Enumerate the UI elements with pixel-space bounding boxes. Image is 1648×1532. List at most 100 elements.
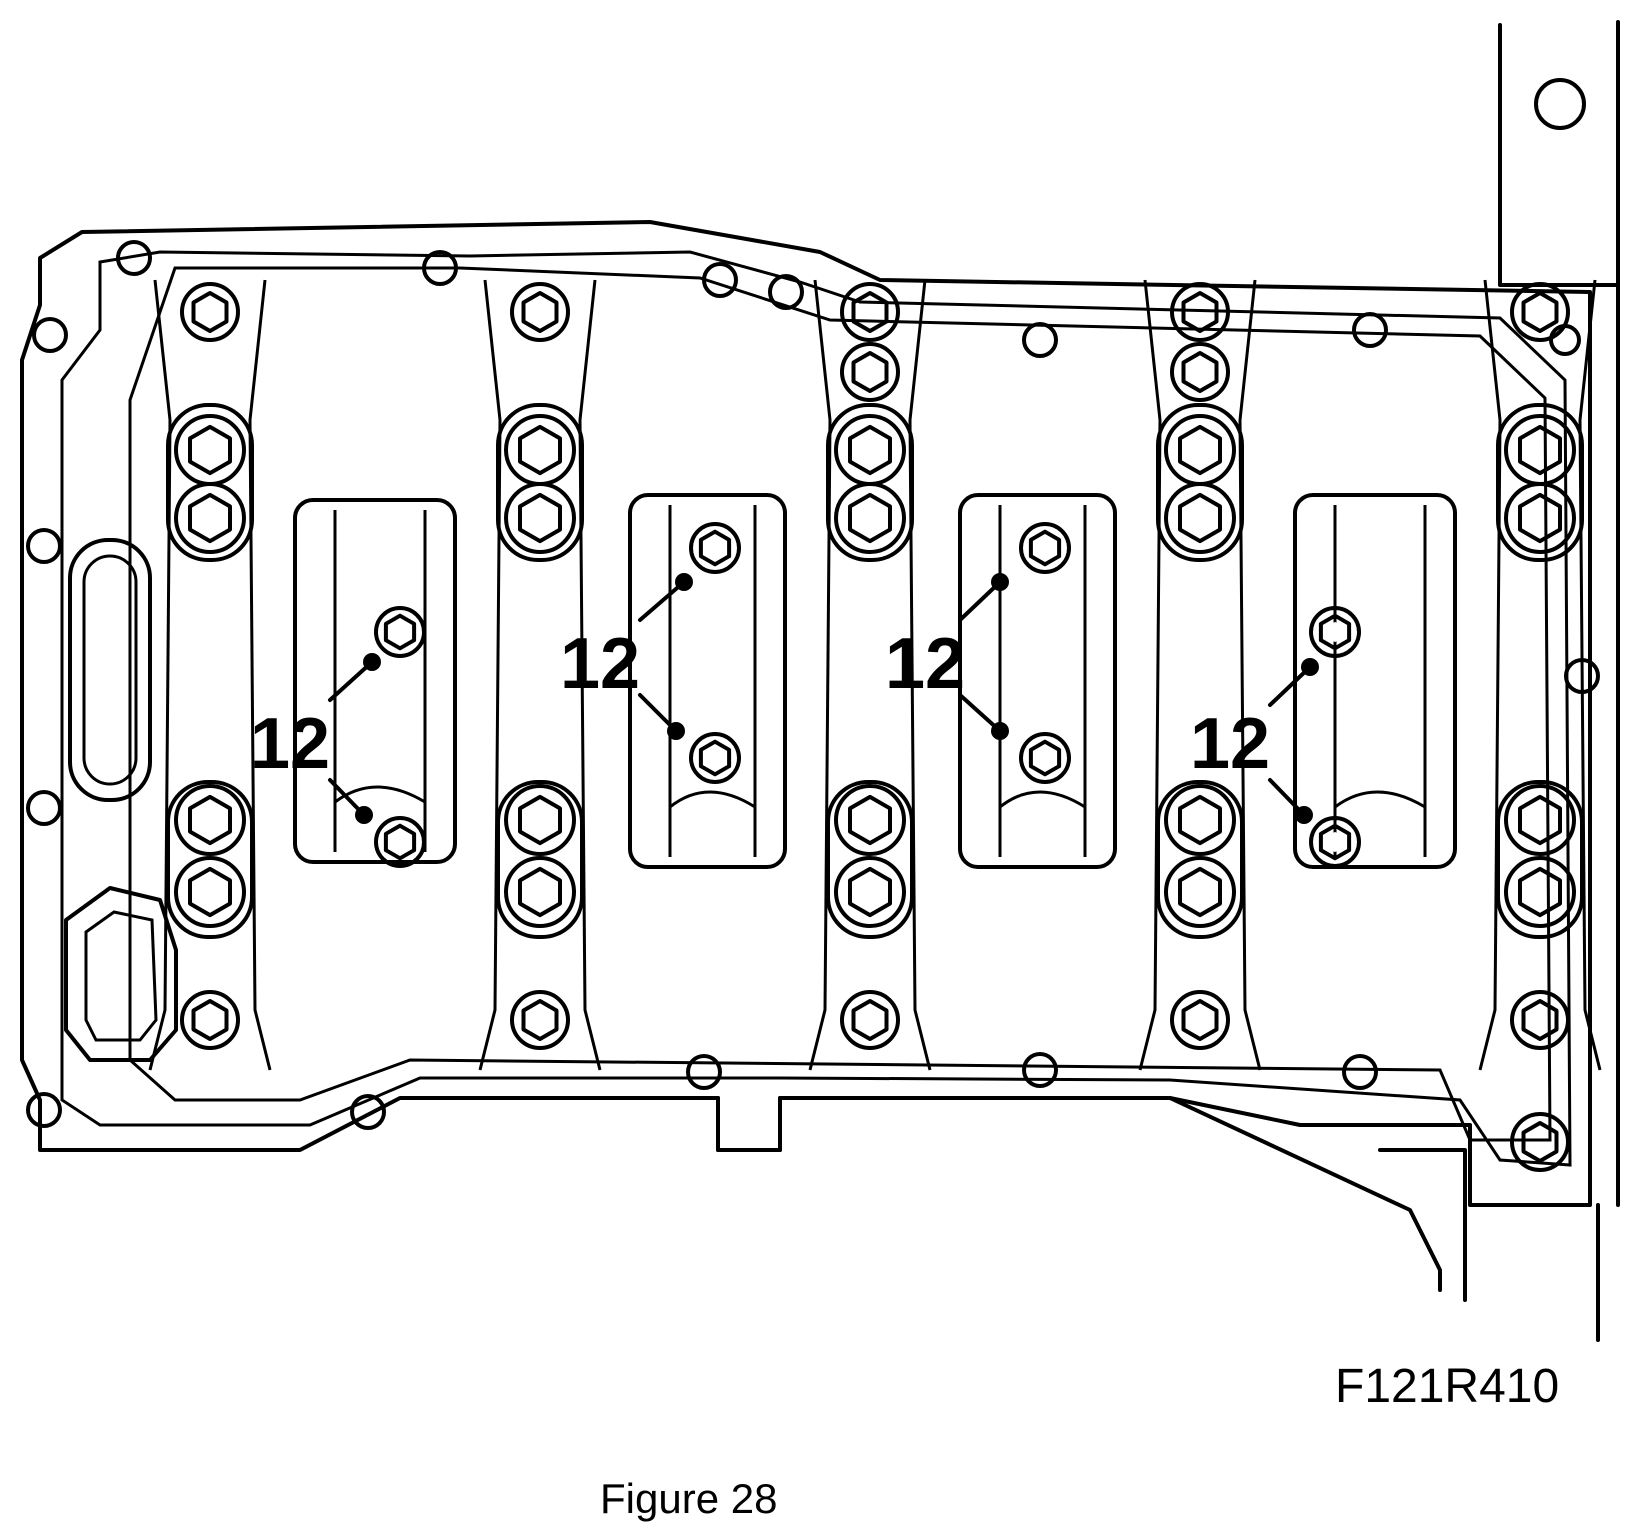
bolt-boss <box>826 780 914 939</box>
bolt-washer <box>1164 856 1236 928</box>
bolt-head <box>848 794 892 846</box>
bolt <box>1510 990 1570 1050</box>
perimeter-hole <box>1022 322 1058 358</box>
bolt-boss <box>826 403 914 562</box>
bolt-washer <box>834 482 906 554</box>
bolt-head <box>521 291 559 333</box>
bolt-head <box>383 823 417 861</box>
bolt <box>1164 414 1236 486</box>
bolt <box>834 414 906 486</box>
bolt-washer <box>1170 342 1230 402</box>
bolt-washer <box>1309 816 1361 868</box>
callouts: 12 12 12 12 <box>250 573 1319 824</box>
oil-pickup-boss-inner <box>84 910 158 1042</box>
bolt-head <box>518 866 562 918</box>
bolt-washer <box>1019 732 1071 784</box>
web-edge <box>1138 279 1262 1071</box>
bolt-head <box>188 794 232 846</box>
bolt-boss <box>1156 403 1244 562</box>
bolt-washer <box>1510 282 1570 342</box>
crank-bay-windows <box>293 493 1457 869</box>
crank-counterweight-edge <box>1334 790 1426 809</box>
bolt-head <box>851 999 889 1041</box>
bolt-head <box>1178 866 1222 918</box>
callout-dot <box>675 573 693 591</box>
bolt-head <box>521 999 559 1041</box>
window-outline <box>628 493 787 869</box>
bolt <box>1504 414 1576 486</box>
bolt <box>504 784 576 856</box>
bolt-washer <box>374 606 426 658</box>
perimeter-hole <box>350 1094 386 1130</box>
bolt-boss <box>1496 780 1584 939</box>
bolt-washer <box>504 784 576 856</box>
bolt <box>834 482 906 554</box>
bolt-washer <box>840 342 900 402</box>
crank-bay-window <box>628 493 787 869</box>
bolt-head <box>188 492 232 544</box>
crank-bay-window <box>1293 493 1457 869</box>
bolt <box>374 606 426 658</box>
web-edge <box>478 279 602 1071</box>
perimeter-hole <box>1352 312 1388 348</box>
bolt-washer <box>834 784 906 856</box>
bolt-boss <box>496 403 584 562</box>
bolt <box>180 990 240 1050</box>
bolt <box>1510 282 1570 342</box>
bolt <box>840 990 900 1050</box>
bolt-head <box>1181 999 1219 1041</box>
bolt-head <box>1521 1121 1559 1163</box>
block-edge-hole <box>1549 324 1581 356</box>
web-edge <box>1478 279 1602 1071</box>
bolt-washer <box>504 482 576 554</box>
bolt-head-face <box>1326 621 1344 643</box>
bolt <box>1504 482 1576 554</box>
bolt-head <box>848 492 892 544</box>
callout-label: 12 <box>885 624 965 704</box>
perimeter-hole <box>26 1092 62 1128</box>
bolt-washer <box>510 990 570 1050</box>
bolt-washer <box>1309 606 1361 658</box>
callout-group: 12 <box>250 653 381 824</box>
bolt <box>834 784 906 856</box>
bolt-head <box>1521 999 1559 1041</box>
bolt-head <box>851 291 889 333</box>
bolt-washer <box>1510 1112 1570 1172</box>
perimeter-hole <box>768 274 804 310</box>
perimeter-hole <box>422 250 458 286</box>
bolt <box>1170 282 1230 342</box>
bolt <box>510 990 570 1050</box>
bolt-head <box>1028 739 1062 777</box>
bolt-head-face <box>1036 537 1054 559</box>
bearing-web <box>1138 279 1262 1071</box>
crank-counterweight-edge <box>999 790 1086 809</box>
bolt <box>1504 784 1576 856</box>
bolt-washer <box>174 482 246 554</box>
bolt-head <box>851 351 889 393</box>
perimeter-hole <box>26 790 62 826</box>
drawing-code: F121R410 <box>1335 1360 1559 1413</box>
bolt <box>840 342 900 402</box>
bolt-head <box>191 999 229 1041</box>
bolt-washer <box>174 784 246 856</box>
web-edge <box>148 279 272 1071</box>
bolt <box>1019 522 1071 574</box>
bolt <box>840 282 900 342</box>
bolt-head <box>1518 424 1562 476</box>
bedplate-inner-flange <box>60 250 1572 1167</box>
bolt-head-face <box>706 747 724 769</box>
callout-dot <box>667 722 685 740</box>
perimeter-hole <box>26 528 62 564</box>
window-outline <box>958 493 1117 869</box>
bolt-washer <box>1164 482 1236 554</box>
perimeter-hole <box>686 1054 722 1090</box>
bolt <box>374 816 426 868</box>
bolt-boss <box>166 780 254 939</box>
bolt-head <box>1518 492 1562 544</box>
web-edge <box>808 279 932 1071</box>
perimeter-holes <box>26 240 1388 1130</box>
main-bearing-bolts <box>174 282 1576 1172</box>
bolt-head <box>191 291 229 333</box>
oil-passage-slot-inner <box>82 554 138 786</box>
